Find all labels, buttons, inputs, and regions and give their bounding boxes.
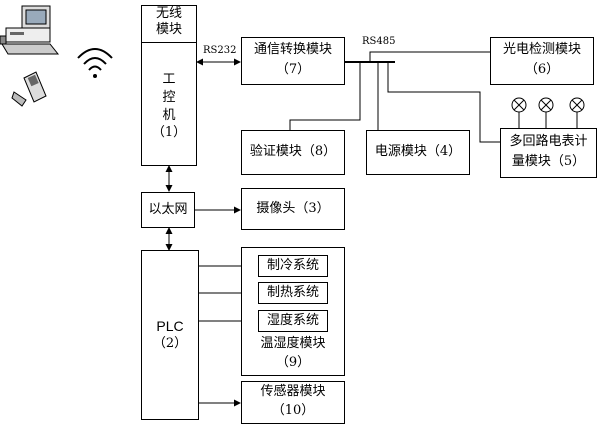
meter-module-label-line1: 多回路电表计 (509, 134, 588, 149)
plc-number: （2） (152, 336, 188, 351)
wireless-module-label: 无线 模块 (155, 6, 182, 37)
camera-box (241, 188, 345, 230)
rs232-label: RS232 (203, 45, 237, 56)
ipc-label-line2: 控 (162, 90, 176, 105)
ethernet-label: 以太网 (148, 202, 188, 217)
photoelectric-module-box (490, 37, 594, 85)
verification-module-label: 验证模块（8） (249, 144, 337, 159)
power-module-label: 电源模块（4） (374, 144, 462, 159)
camera-label: 摄像头（3） (256, 201, 330, 216)
plc-box (141, 250, 199, 420)
verification-module-box (241, 130, 345, 175)
cooling-system-label: 制冷系统 (266, 258, 319, 273)
wifi-icon (77, 48, 113, 78)
rs485-label: RS485 (362, 36, 396, 47)
humidity-system-label: 湿度系统 (266, 313, 319, 328)
computer-icon (0, 5, 60, 55)
cooling-system-box (258, 255, 328, 277)
humidity-system-box (258, 310, 328, 332)
heating-system-box (258, 282, 328, 304)
multi-circuit-meter-box (500, 128, 597, 178)
mobile-phone-icon (11, 71, 47, 107)
lamp-icon (569, 97, 585, 113)
meter-module-label-line2: 量模块（5） (511, 154, 586, 169)
sensor-module-label: 传感器模块 (260, 384, 326, 399)
temp-humidity-module-number: （9） (275, 355, 311, 370)
ipc-number: （1） (151, 125, 187, 140)
wireless-module-box (141, 5, 197, 43)
comm-conversion-module-box (241, 37, 345, 85)
sensor-module-box (241, 381, 345, 424)
ethernet-box (141, 192, 195, 228)
comm-module-number: （7） (275, 62, 311, 77)
ipc-label-line3: 机 (162, 108, 176, 123)
lamp-icon (538, 97, 554, 113)
photoelectric-module-number: （6） (524, 62, 560, 77)
lamp-icon (511, 97, 527, 113)
temp-humidity-module-label: 温湿度模块 (260, 336, 326, 351)
photoelectric-module-label: 光电检测模块 (502, 42, 581, 57)
sensor-module-number: （10） (271, 403, 315, 418)
plc-label: PLC (156, 318, 184, 334)
power-module-box (366, 130, 470, 175)
heating-system-label: 制热系统 (266, 285, 319, 300)
ipc-label-line1: 工 (162, 72, 176, 87)
comm-module-label: 通信转换模块 (253, 42, 332, 57)
